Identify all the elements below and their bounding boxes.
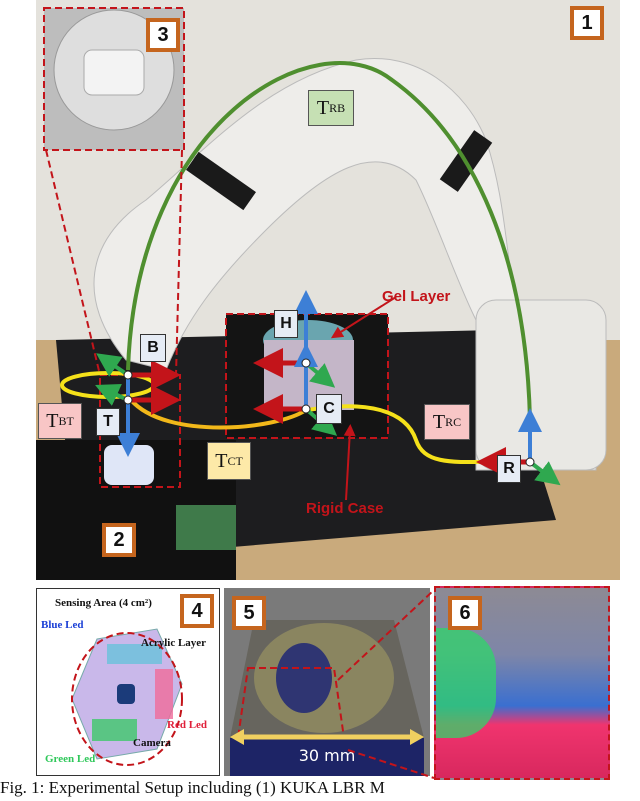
blue-led-label: Blue Led: [41, 619, 84, 631]
frame-label-b: B: [140, 334, 166, 362]
frame-label-t: T: [96, 408, 120, 436]
transform-sub: RC: [445, 414, 462, 429]
depth-block: [230, 620, 424, 776]
transform-main: T: [432, 410, 446, 433]
panel-badge-3: 3: [146, 18, 180, 52]
sensor-exploded-view: [71, 628, 183, 766]
frame-label-r: R: [497, 455, 521, 483]
transform-main: T: [215, 449, 228, 472]
panel-badge-2: 2: [102, 523, 136, 557]
transform-main: T: [316, 96, 330, 119]
zoom-connector-lines: [337, 590, 435, 779]
setup-photo-illustration: [36, 0, 620, 580]
red-led-label: Red Led: [167, 719, 208, 731]
camera-label: Camera: [133, 737, 171, 749]
transform-sub: RB: [329, 100, 346, 115]
panel-badge-4: 4: [180, 594, 214, 628]
panel-badge-6: 6: [448, 596, 482, 630]
acrylic-layer-label: Acrylic Layer: [141, 637, 207, 649]
setup-photo: [36, 0, 620, 580]
transform-main: T: [46, 409, 59, 432]
transform-sub: CT: [227, 453, 243, 468]
panel-5-depth-render: 30 mm: [224, 588, 430, 776]
panel-badge-1: 1: [570, 6, 604, 40]
gel-layer-label: Gel Layer: [382, 288, 451, 305]
frame-label-c: C: [316, 394, 342, 424]
dimension-label: 30 mm: [298, 746, 356, 765]
sensing-area-label: Sensing Area (4 cm²): [55, 597, 152, 609]
rigid-case-label: Rigid Case: [306, 500, 384, 517]
frame-axes: [95, 290, 561, 486]
panel-badge-5: 5: [232, 596, 266, 630]
transform-sub: BT: [58, 413, 74, 428]
green-light-region: [436, 628, 496, 738]
figure-caption: Fig. 1: Experimental Setup including (1)…: [0, 778, 385, 797]
frame-label-h: H: [274, 310, 298, 338]
green-led-label: Green Led: [45, 753, 96, 765]
